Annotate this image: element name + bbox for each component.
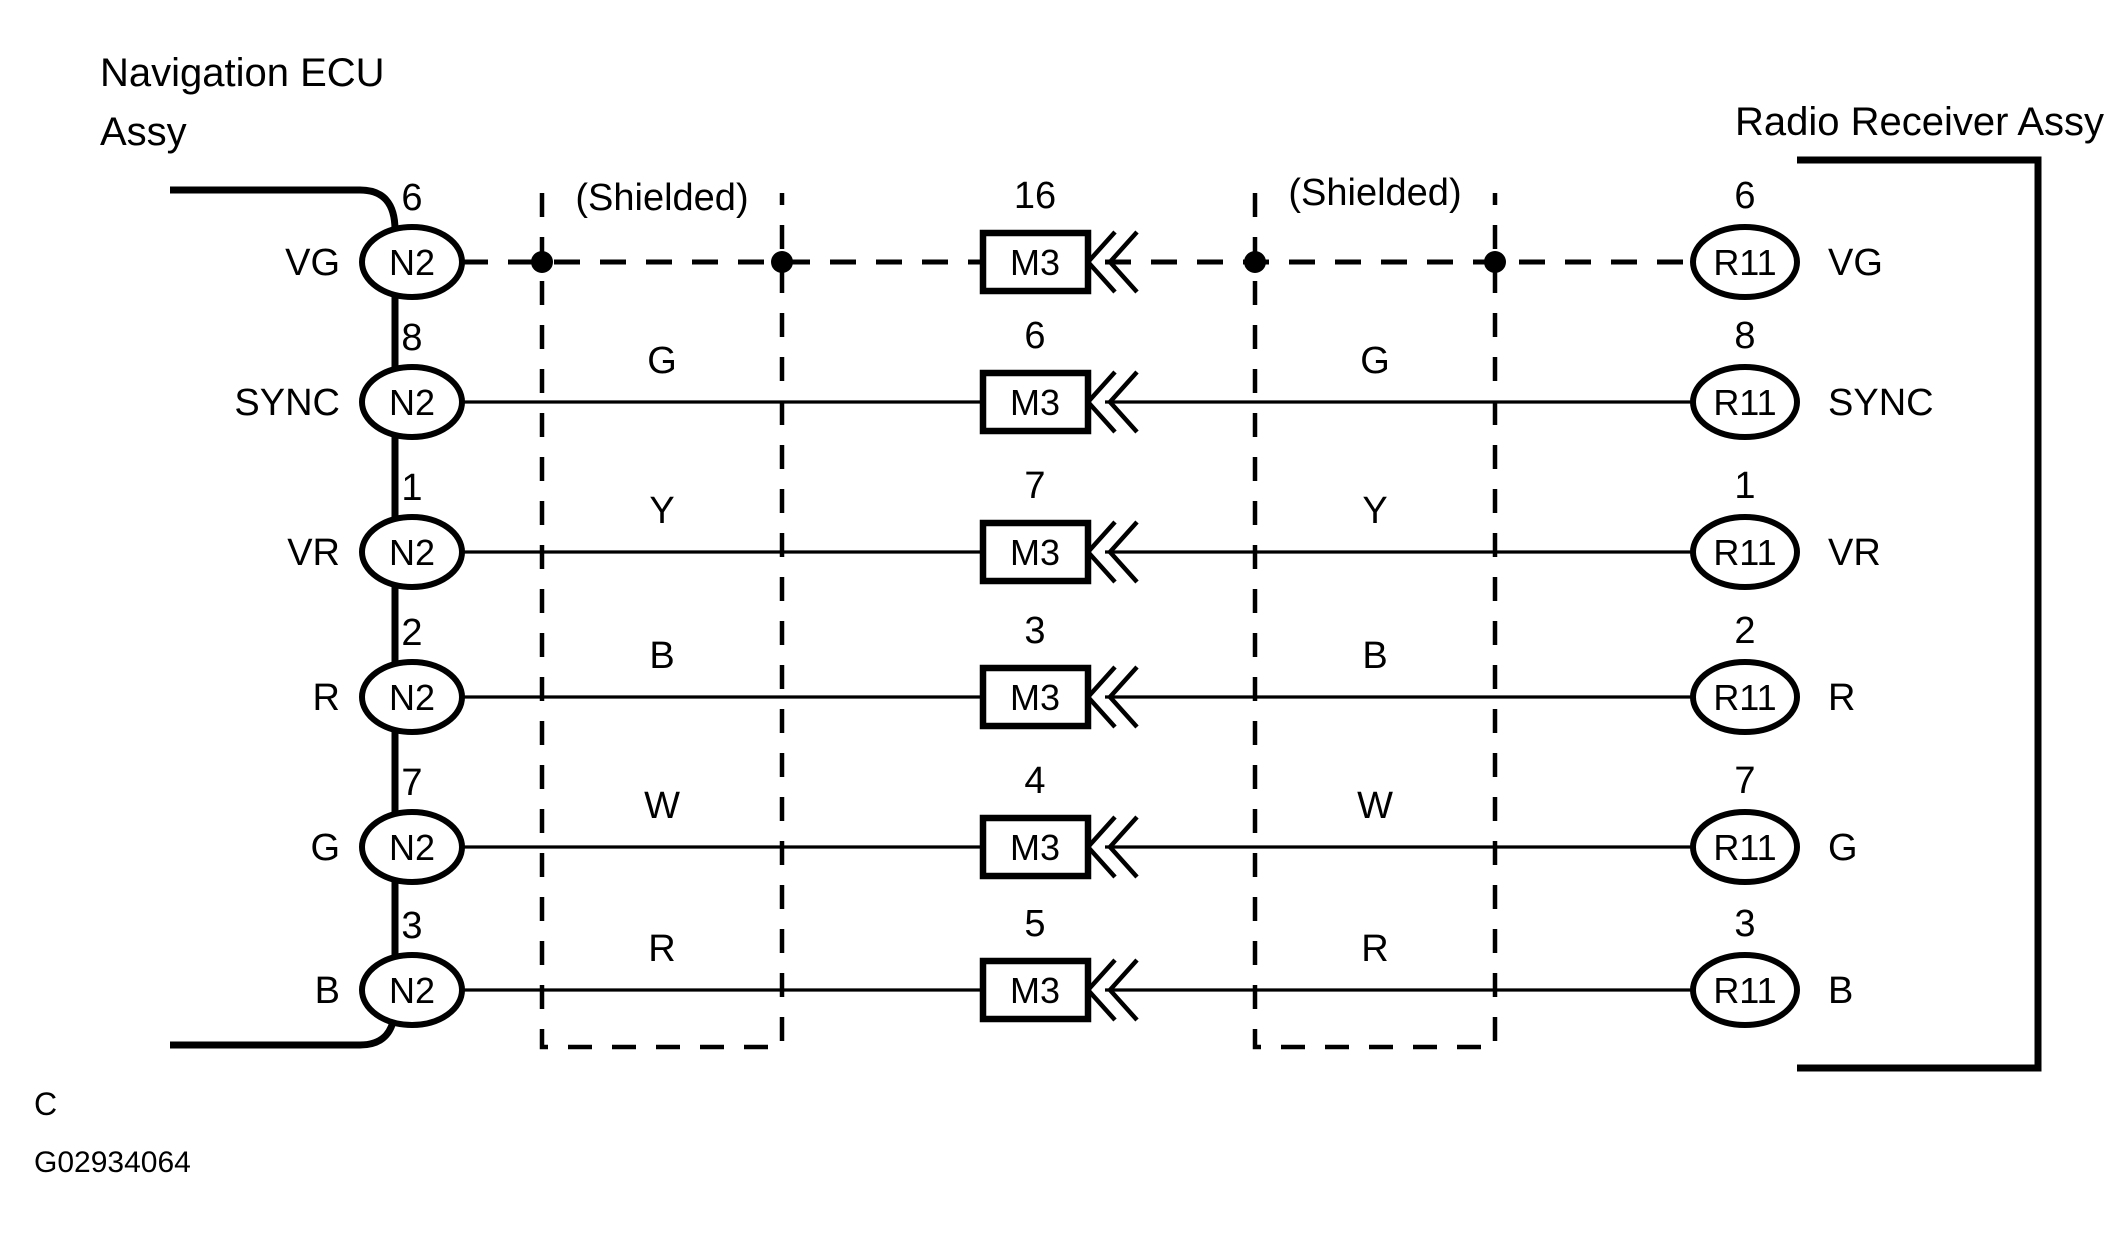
junction-connector-box-row3[interactable] bbox=[979, 519, 1092, 585]
shield-label-left: (Shielded) bbox=[575, 177, 748, 219]
right-pin-number-row6: 3 bbox=[1734, 903, 1755, 945]
right-connector-code-row1: R11 bbox=[1713, 242, 1776, 283]
right-signal-label-row5: G bbox=[1828, 827, 1858, 869]
mid-pin-number-row1: 16 bbox=[1014, 175, 1056, 217]
right-connector-oval-row6[interactable] bbox=[1690, 952, 1800, 1028]
mid-pin-number-row4: 3 bbox=[1024, 610, 1045, 652]
mid-pin-number-row6: 5 bbox=[1024, 903, 1045, 945]
mid-pin-number-row5: 4 bbox=[1024, 760, 1045, 802]
right-pin-number-row4: 2 bbox=[1734, 610, 1755, 652]
wire-row-r: 2 R N2 B 3 M3 B 2 R11 R bbox=[313, 610, 1855, 735]
right-connector-code-row2: R11 bbox=[1713, 382, 1776, 423]
left-pin-number-row4: 2 bbox=[401, 612, 422, 654]
shield-junction-dot-row1-d bbox=[1484, 251, 1506, 273]
footer-letter: C bbox=[34, 1086, 57, 1122]
wire-color-label-left-row3: Y bbox=[649, 490, 674, 532]
wire-color-label-right-row5: W bbox=[1357, 785, 1393, 827]
right-connector-oval-row2[interactable] bbox=[1690, 364, 1800, 440]
left-signal-label-row5: G bbox=[310, 827, 340, 869]
junction-connector-code-row2: M3 bbox=[1010, 382, 1060, 423]
shield-junction-dot-row1-c bbox=[1244, 251, 1266, 273]
wire-color-label-right-row2: G bbox=[1360, 340, 1390, 382]
left-connector-code-row4: N2 bbox=[389, 677, 435, 718]
left-connector-code-row3: N2 bbox=[389, 532, 435, 573]
wire-color-label-left-row6: R bbox=[648, 928, 675, 970]
right-connector-oval-row4[interactable] bbox=[1690, 659, 1800, 735]
right-pin-number-row3: 1 bbox=[1734, 465, 1755, 507]
right-unit-title: Radio Receiver Assy bbox=[1735, 100, 2104, 144]
shield-boundary-left bbox=[539, 193, 785, 1050]
right-connector-oval-row5[interactable] bbox=[1690, 809, 1800, 885]
right-signal-label-row4: R bbox=[1828, 677, 1855, 719]
wire-color-label-left-row5: W bbox=[644, 785, 680, 827]
right-connector-code-row4: R11 bbox=[1713, 677, 1776, 718]
left-signal-label-row2: SYNC bbox=[234, 382, 340, 424]
junction-connector-code-row4: M3 bbox=[1010, 677, 1060, 718]
right-connector-code-row6: R11 bbox=[1713, 970, 1776, 1011]
right-connector-code-row5: R11 bbox=[1713, 827, 1776, 868]
junction-connector-code-row5: M3 bbox=[1010, 827, 1060, 868]
mid-pin-number-row2: 6 bbox=[1024, 315, 1045, 357]
shield-label-right: (Shielded) bbox=[1288, 172, 1461, 214]
left-connector-code-row2: N2 bbox=[389, 382, 435, 423]
left-signal-label-row3: VR bbox=[287, 532, 340, 574]
junction-connector-box-row4[interactable] bbox=[979, 664, 1092, 730]
junction-connector-code-row3: M3 bbox=[1010, 532, 1060, 573]
wire-color-label-left-row4: B bbox=[649, 635, 674, 677]
right-pin-number-row1: 6 bbox=[1734, 175, 1755, 217]
left-pin-number-row3: 1 bbox=[401, 467, 422, 509]
wire-row-g: 7 G N2 W 4 M3 W 7 R11 G bbox=[310, 760, 1858, 885]
left-unit-title-line2: Assy bbox=[100, 110, 187, 154]
navigation-ecu-box bbox=[170, 186, 399, 1049]
left-unit-title-line1: Navigation ECU bbox=[100, 51, 385, 95]
junction-connector-box-row6[interactable] bbox=[979, 957, 1092, 1023]
left-pin-number-row5: 7 bbox=[401, 762, 422, 804]
wire-row-vr: 1 VR N2 Y 7 M3 Y 1 R11 VR bbox=[287, 465, 1881, 590]
drawing-code: G02934064 bbox=[34, 1146, 191, 1179]
wire-row-sync: 8 SYNC N2 G 6 M3 G 8 R11 SYNC bbox=[234, 315, 1934, 440]
left-pin-number-row2: 8 bbox=[401, 317, 422, 359]
right-signal-label-row6: B bbox=[1828, 970, 1853, 1012]
wire-color-label-right-row3: Y bbox=[1362, 490, 1387, 532]
right-signal-label-row3: VR bbox=[1828, 532, 1881, 574]
left-connector-code-row6: N2 bbox=[389, 970, 435, 1011]
radio-receiver-box bbox=[1797, 156, 2042, 1072]
left-connector-code-row5: N2 bbox=[389, 827, 435, 868]
mid-pin-number-row3: 7 bbox=[1024, 465, 1045, 507]
junction-connector-code-row1: M3 bbox=[1010, 242, 1060, 283]
right-pin-number-row5: 7 bbox=[1734, 760, 1755, 802]
shield-junction-dot-row1-b bbox=[771, 251, 793, 273]
wire-color-label-left-row2: G bbox=[647, 340, 677, 382]
shield-boundary-right bbox=[1252, 193, 1498, 1050]
wire-row-b: 3 B N2 R 5 M3 R 3 R11 B bbox=[315, 903, 1853, 1028]
wire-row-vg: 6 VG N2 16 M3 6 R11 VG bbox=[285, 175, 1883, 300]
left-signal-label-row4: R bbox=[313, 677, 340, 719]
wire-color-label-right-row6: R bbox=[1361, 928, 1388, 970]
left-pin-number-row1: 6 bbox=[401, 177, 422, 219]
right-connector-oval-row1[interactable] bbox=[1690, 224, 1800, 300]
wire-color-label-right-row4: B bbox=[1362, 635, 1387, 677]
right-connector-code-row3: R11 bbox=[1713, 532, 1776, 573]
left-pin-number-row6: 3 bbox=[401, 905, 422, 947]
left-signal-label-row6: B bbox=[315, 970, 340, 1012]
shield-junction-dot-row1-a bbox=[531, 251, 553, 273]
right-connector-oval-row3[interactable] bbox=[1690, 514, 1800, 590]
right-signal-label-row1: VG bbox=[1828, 242, 1883, 284]
junction-connector-code-row6: M3 bbox=[1010, 970, 1060, 1011]
left-signal-label-row1: VG bbox=[285, 242, 340, 284]
right-signal-label-row2: SYNC bbox=[1828, 382, 1934, 424]
junction-connector-box-row1[interactable] bbox=[979, 229, 1092, 295]
right-pin-number-row2: 8 bbox=[1734, 315, 1755, 357]
left-connector-code-row1: N2 bbox=[389, 242, 435, 283]
